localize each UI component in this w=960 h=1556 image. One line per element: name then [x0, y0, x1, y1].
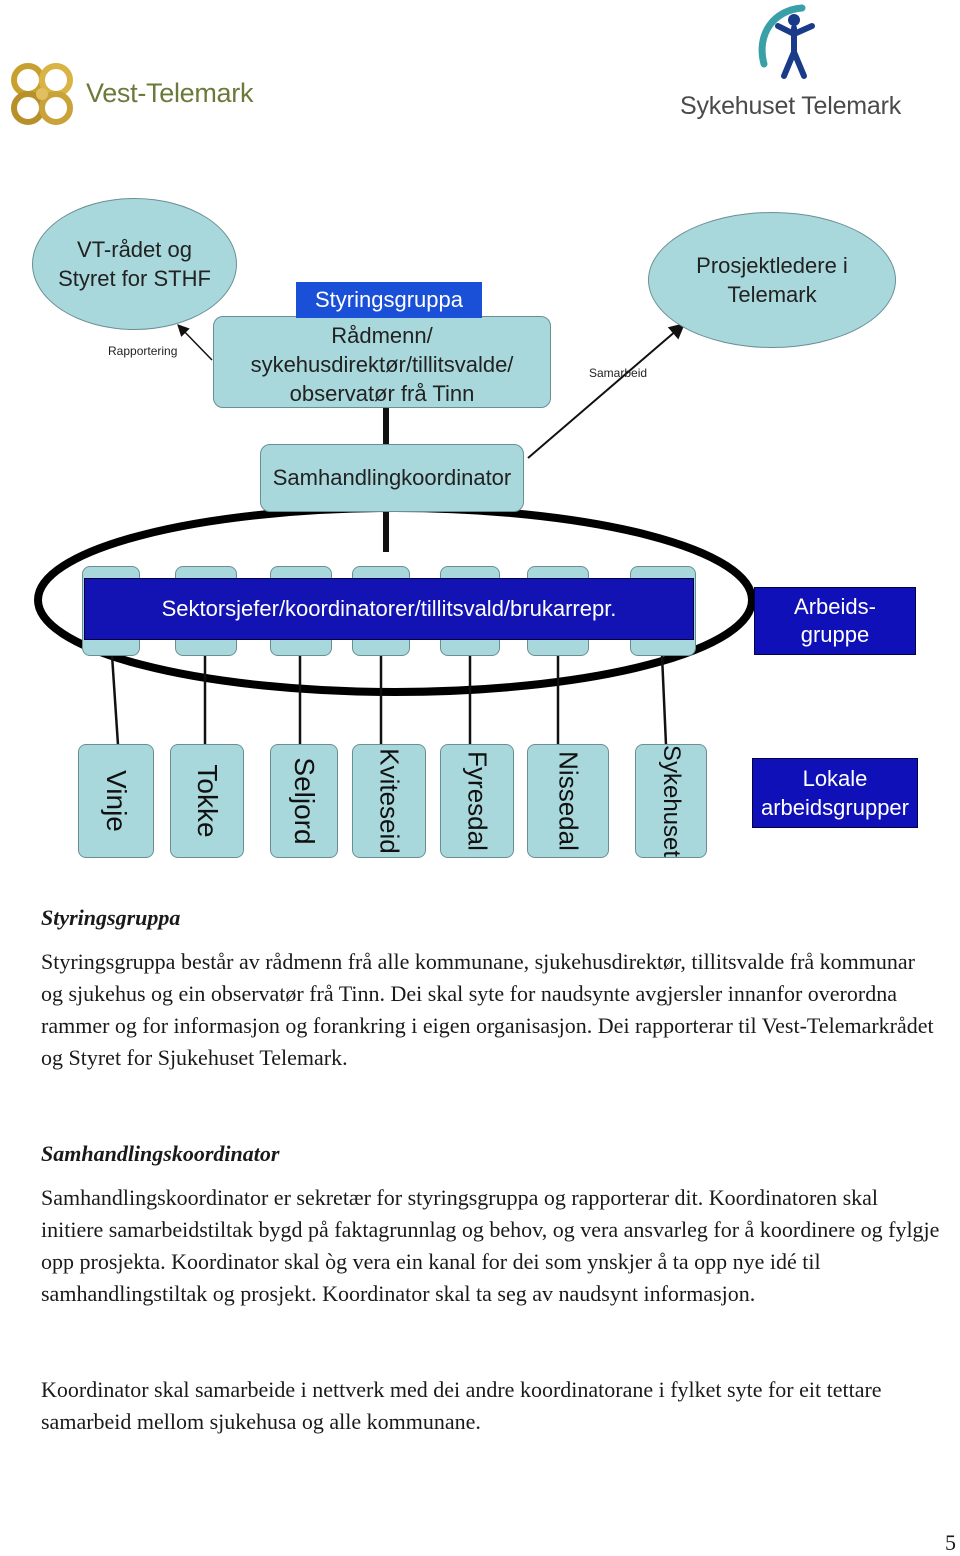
- samarbeid-label: Samarbeid: [589, 366, 648, 380]
- municipality-label: Kviteseid: [374, 748, 405, 854]
- vest-telemark-name: Vest-Telemark: [86, 78, 254, 108]
- samhandlingkoordinator-box: Samhandlingkoordinator: [260, 444, 524, 512]
- municipality-label: Tokke: [192, 764, 223, 838]
- vt-radet-text: VT-rådet og Styret for STHF: [58, 237, 211, 291]
- samhandling-heading: Samhandlingskoordinator: [41, 1141, 280, 1166]
- prosjektledere-text: Prosjektledere i Telemark: [696, 253, 848, 307]
- styringsgruppa-members-box: Rådmenn/ sykehusdirektør/tillitsvalde/ o…: [213, 316, 551, 408]
- municipality-label: Seljord: [289, 757, 320, 845]
- municipality-box: Sykehuset: [635, 744, 707, 858]
- styringsgruppa-members-text: Rådmenn/ sykehusdirektør/tillitsvalde/ o…: [250, 322, 514, 406]
- municipality-label: Fyresdal: [462, 751, 493, 851]
- municipality-box: Kviteseid: [352, 744, 426, 858]
- lokale-arbeidsgrupper-box: Lokale arbeidsgrupper: [752, 758, 918, 828]
- municipality-box: Vinje: [78, 744, 154, 858]
- styringsgruppa-section: Styringsgruppa Styringsgruppa består av …: [41, 902, 941, 1074]
- organisation-diagram: VT-rådet og Styret for STHF Rapportering…: [0, 180, 960, 880]
- municipality-box: Tokke: [170, 744, 244, 858]
- sektorsjefer-bar: Sektorsjefer/koordinatorer/tillitsvald/b…: [84, 578, 694, 640]
- arbeidsgruppe-box: Arbeids-gruppe: [754, 587, 916, 655]
- sykehuset-telemark-logo: Sykehuset Telemark: [676, 4, 916, 124]
- municipality-label: Nissedal: [553, 751, 584, 851]
- samhandling-section: Samhandlingskoordinator Samhandlingskoor…: [41, 1138, 941, 1310]
- municipality-label: Vinje: [101, 770, 132, 832]
- municipality-box: Nissedal: [527, 744, 609, 858]
- samhandling-paragraph: Samhandlingskoordinator er sekretær for …: [41, 1185, 940, 1306]
- nettverk-paragraph: Koordinator skal samarbeide i nettverk m…: [41, 1377, 882, 1434]
- page-number: 5: [945, 1530, 956, 1555]
- municipality-label: Sykehuset: [658, 744, 685, 858]
- municipality-box: Fyresdal: [440, 744, 514, 858]
- municipality-box: Seljord: [270, 744, 338, 858]
- sektorsjefer-text: Sektorsjefer/koordinatorer/tillitsvald/b…: [161, 596, 617, 621]
- rapportering-arrow: [177, 324, 213, 361]
- rapportering-label: Rapportering: [108, 344, 178, 358]
- styringsgruppa-label: Styringsgruppa: [315, 287, 463, 312]
- samarbeid-arrow: [527, 322, 686, 459]
- vest-telemark-logo: Vest-Telemark: [6, 58, 276, 130]
- arbeidsgruppe-text: Arbeids-gruppe: [794, 594, 876, 647]
- nettverk-section: Koordinator skal samarbeide i nettverk m…: [41, 1374, 941, 1438]
- prosjektledere-node: Prosjektledere i Telemark: [648, 212, 896, 348]
- vt-radet-node: VT-rådet og Styret for STHF: [32, 198, 237, 330]
- vest-telemark-emblem-icon: [11, 63, 73, 125]
- styringsgruppa-paragraph: Styringsgruppa består av rådmenn frå all…: [41, 949, 934, 1070]
- styringsgruppa-label-box: Styringsgruppa: [296, 282, 482, 318]
- samhandlingkoordinator-text: Samhandlingkoordinator: [272, 465, 512, 490]
- sykehuset-telemark-name: Sykehuset Telemark: [680, 92, 902, 120]
- styringsgruppa-heading: Styringsgruppa: [41, 905, 181, 930]
- lokale-arbeidsgrupper-text: Lokale arbeidsgrupper: [761, 766, 909, 820]
- sykehuset-figure-icon: [758, 4, 815, 79]
